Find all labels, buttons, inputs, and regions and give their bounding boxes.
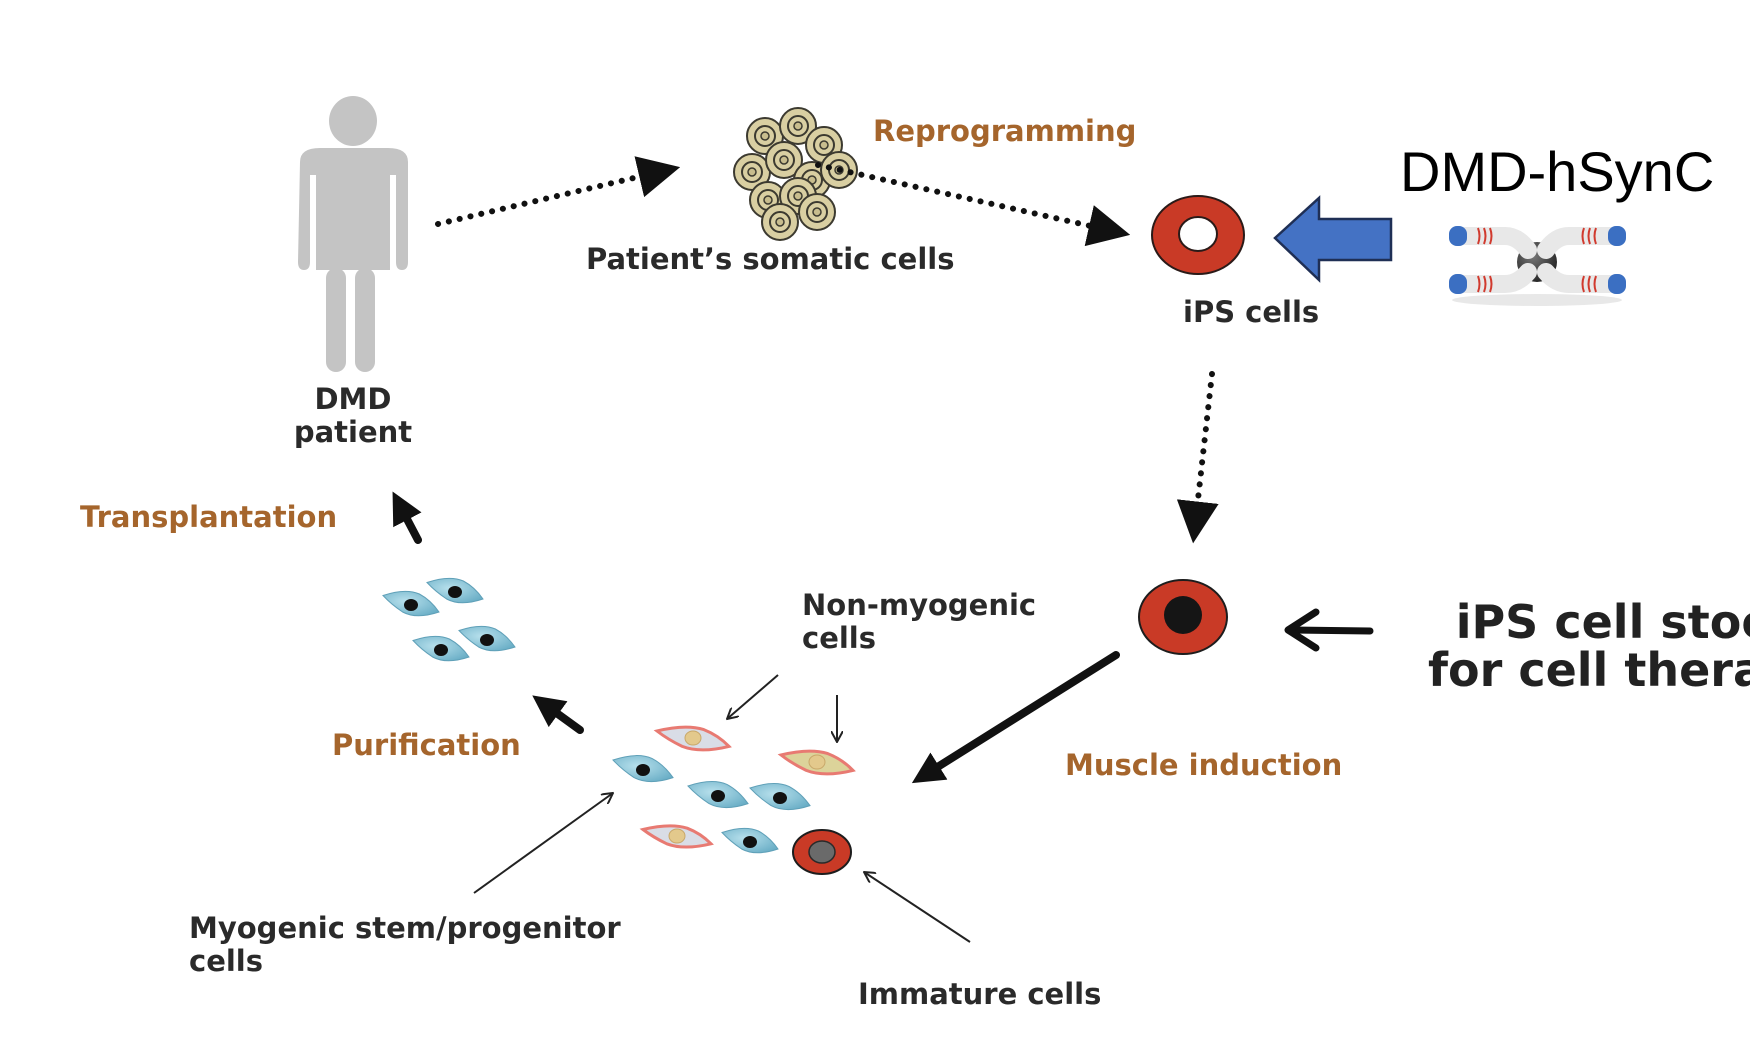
molecule-label: DMD-hSynC (1400, 140, 1715, 203)
somatic-cell (765, 141, 803, 179)
myogenic-label-line1: Myogenic stem/progenitor (189, 911, 621, 945)
arrow-nonmyo-1 (727, 674, 779, 719)
ips-stock-cell-icon (1138, 579, 1228, 655)
somatic-cell (798, 193, 836, 231)
myogenic-cell (749, 783, 811, 811)
patient-label-line2: patient (293, 415, 413, 450)
immature-cell-icon (792, 829, 852, 875)
myogenic-label: Myogenic stem/progenitor cells (189, 911, 621, 979)
arrow-stock-head (1284, 608, 1320, 652)
arrow-myogenic (473, 793, 613, 894)
arrow-ips-to-stock (1176, 371, 1219, 544)
muscle-induction-label: Muscle induction (1065, 748, 1343, 782)
cell-cluster-icon (733, 107, 858, 241)
non-myogenic-label: Non-myogenic cells (802, 588, 1037, 656)
ips-stock-label: iPS cell stock for cell therapy (1428, 598, 1750, 695)
purified-myogenic-cells-icon (382, 577, 516, 662)
patient-label: DMD patient (293, 382, 413, 450)
non-myogenic-cell (639, 824, 714, 849)
synthetic-molecule-icon (1449, 226, 1626, 306)
reprogramming-label: Reprogramming (873, 114, 1137, 148)
myogenic-label-line2: cells (189, 944, 264, 979)
block-arrow-icon (1273, 195, 1393, 283)
transplantation-label: Transplantation (80, 500, 338, 534)
myogenic-cell (426, 577, 484, 604)
immature-cells-label: Immature cells (858, 977, 1102, 1011)
myogenic-cell (382, 590, 440, 617)
arrow-muscle-induction (911, 651, 1120, 784)
arrow-transplantation (392, 491, 422, 544)
somatic-cell (761, 203, 799, 241)
somatic-cells-label: Patient’s somatic cells (586, 242, 955, 276)
ips-stock-label-line2: for cell therapy (1428, 643, 1750, 698)
arrow-reprogramming (815, 162, 1131, 247)
arrow-patient-to-somatic (435, 156, 681, 227)
myogenic-cell (612, 755, 674, 783)
ips-cells-label: iPS cells (1183, 295, 1320, 329)
myogenic-cell (687, 781, 749, 809)
non-myogenic-cell (777, 749, 856, 776)
purification-label: Purification (332, 728, 521, 762)
person-icon (298, 96, 408, 372)
myogenic-cell (721, 827, 779, 854)
mixed-cell-population-icon (612, 725, 856, 854)
ips-stock-label-line1: iPS cell stock (1455, 595, 1750, 649)
non-myogenic-label-line1: Non-myogenic (802, 588, 1037, 622)
arrow-stock-to-cell (1288, 626, 1374, 635)
non-myogenic-label-line2: cells (802, 621, 877, 656)
myogenic-cell (412, 635, 470, 662)
arrow-immature (864, 872, 971, 943)
non-myogenic-cell (653, 725, 732, 752)
arrow-purification (532, 695, 584, 734)
ips-cell-icon (1151, 195, 1245, 275)
somatic-cell (779, 107, 817, 145)
myogenic-cell (458, 625, 516, 652)
patient-label-line1: DMD (314, 382, 392, 416)
